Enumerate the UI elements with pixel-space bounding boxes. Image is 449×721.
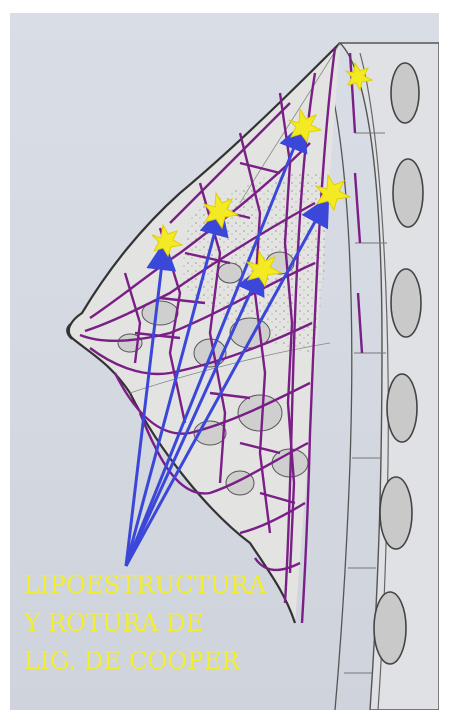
caption-label: LIPOESTRUCTURA Y ROTURA DE LIG. DE COOPE…	[24, 566, 314, 680]
breast-anatomy-drawing: LIPOESTRUCTURA Y ROTURA DE LIG. DE COOPE…	[10, 13, 439, 710]
chest-wall	[328, 43, 439, 710]
caption-line-2: Y ROTURA DE	[24, 604, 314, 642]
caption-line-3: LIG. DE COOPER	[24, 642, 314, 680]
caption-line-1: LIPOESTRUCTURA	[24, 566, 314, 604]
